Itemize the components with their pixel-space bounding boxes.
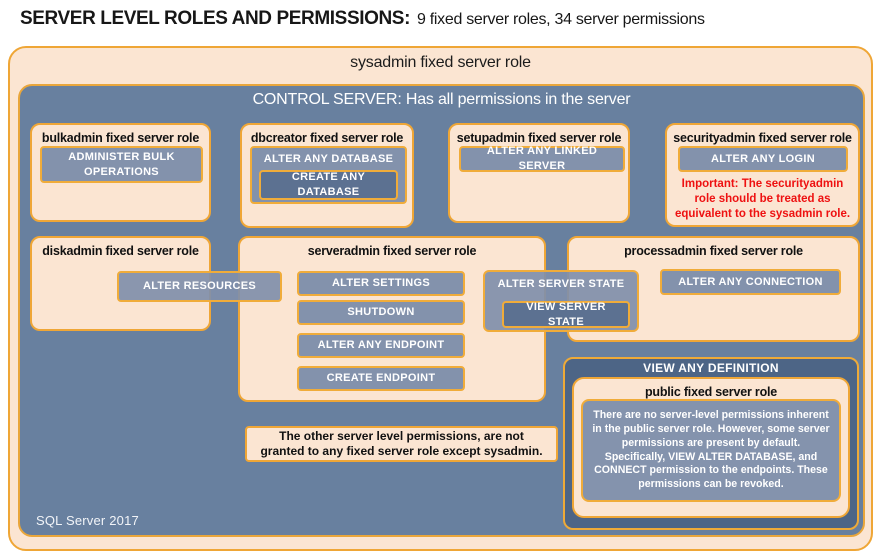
setupadmin-title: setupadmin fixed server role	[456, 131, 622, 145]
permission-alter-any-connection: ALTER ANY CONNECTION	[660, 269, 841, 295]
permission-create-any-database: CREATE ANY DATABASE	[259, 170, 398, 200]
diskadmin-title: diskadmin fixed server role	[42, 244, 199, 258]
page-title: SERVER LEVEL ROLES AND PERMISSIONS: 9 fi…	[20, 8, 705, 30]
sysadmin-role-title: sysadmin fixed server role	[350, 54, 531, 71]
control-server-title: CONTROL SERVER: Has all permissions in t…	[252, 91, 631, 108]
sql-server-version-label: SQL Server 2017	[36, 513, 139, 528]
role-box-securityadmin: securityadmin fixed server role	[665, 123, 860, 227]
permission-view-server-state: VIEW SERVER STATE	[502, 301, 630, 328]
permission-administer-bulk-operations: ADMINISTER BULK OPERATIONS	[40, 146, 203, 183]
page-title-main: SERVER LEVEL ROLES AND PERMISSIONS:	[20, 8, 411, 29]
permission-shutdown: SHUTDOWN	[297, 300, 465, 325]
bulkadmin-title: bulkadmin fixed server role	[41, 131, 200, 145]
permission-alter-any-linked-server: ALTER ANY LINKED SERVER	[459, 145, 625, 172]
permission-create-endpoint: CREATE ENDPOINT	[297, 366, 465, 391]
securityadmin-warning-text: Important: The securityadmin role should…	[674, 178, 851, 220]
permission-alter-any-endpoint: ALTER ANY ENDPOINT	[297, 333, 465, 358]
role-box-setupadmin: setupadmin fixed server role	[448, 123, 630, 223]
processadmin-title: processadmin fixed server role	[624, 244, 803, 258]
public-role-description: There are no server-level permissions in…	[581, 399, 841, 502]
permission-view-any-definition-label: VIEW ANY DEFINITION	[643, 361, 779, 375]
page-title-subtitle: 9 fixed server roles, 34 server permissi…	[417, 11, 705, 28]
securityadmin-title: securityadmin fixed server role	[673, 131, 852, 145]
public-role-title: public fixed server role	[644, 385, 778, 399]
serveradmin-title: serveradmin fixed server role	[307, 244, 477, 258]
permission-alter-any-login: ALTER ANY LOGIN	[678, 146, 848, 172]
permission-alter-resources: ALTER RESOURCES	[117, 271, 282, 302]
other-permissions-note: The other server level permissions, are …	[245, 426, 558, 462]
permission-alter-settings: ALTER SETTINGS	[297, 271, 465, 296]
dbcreator-title: dbcreator fixed server role	[250, 131, 404, 145]
